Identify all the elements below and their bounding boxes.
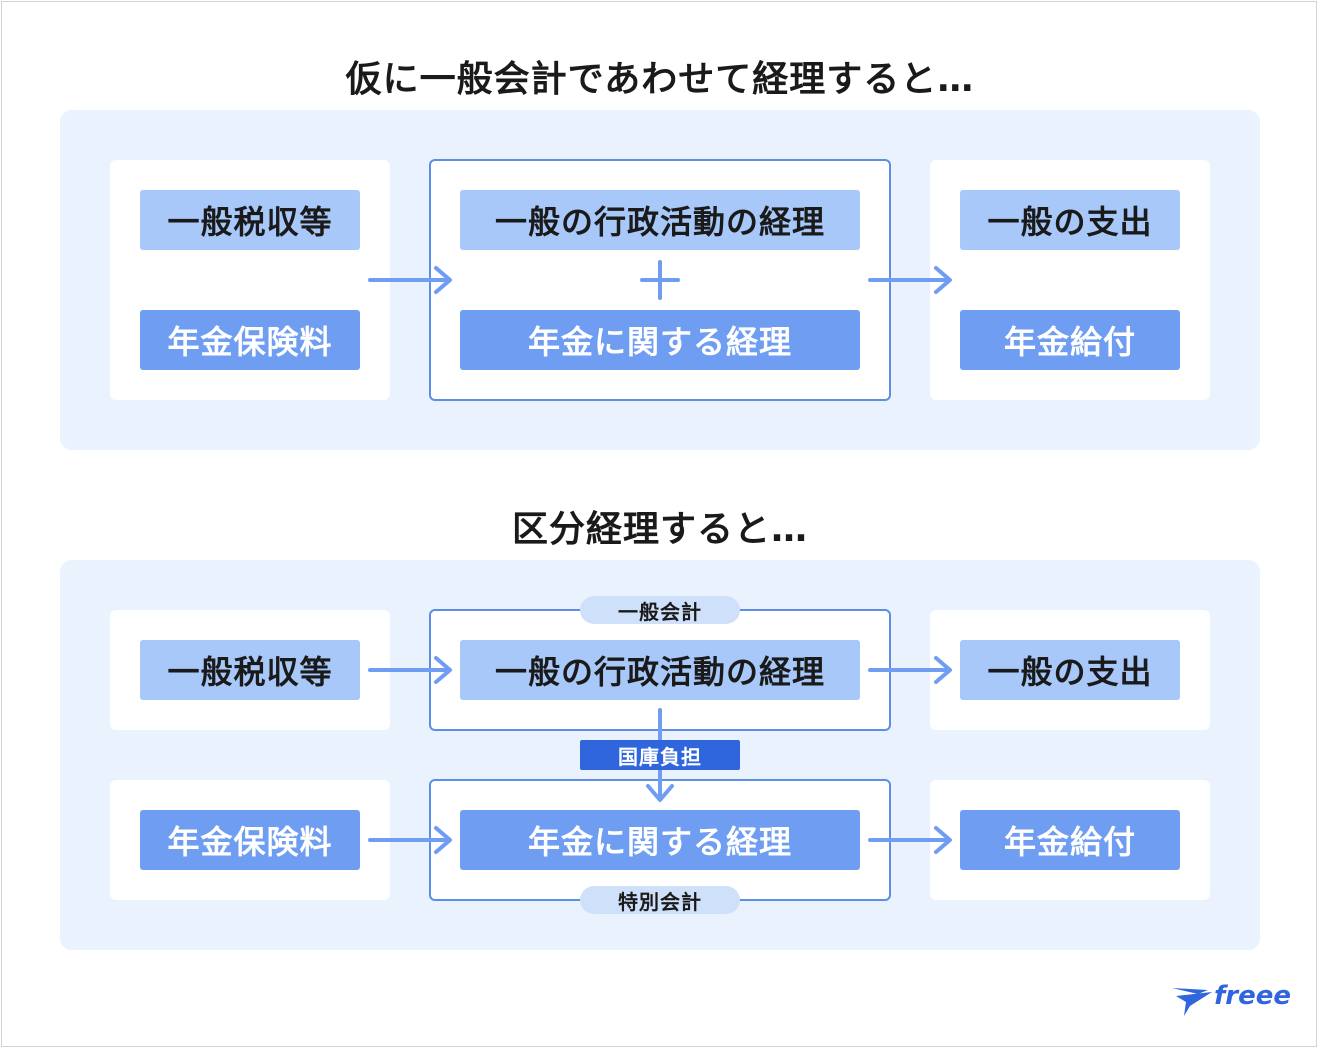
- bottom-pension-left-arrow: [368, 826, 452, 854]
- plus-icon: [640, 260, 680, 300]
- bottom-section-title: 区分経理すると…: [511, 509, 808, 550]
- bottom-general-admin-box: 一般の行政活動の経理: [460, 640, 860, 700]
- bottom-pension-right-arrow: [868, 826, 952, 854]
- bottom-pension-accounting-box: 年金に関する経理: [460, 810, 860, 870]
- top-general-tax-box: 一般税収等: [140, 190, 360, 250]
- special-account-label: 特別会計: [580, 886, 740, 914]
- bottom-general-left-arrow: [368, 656, 452, 684]
- top-pension-premium-box: 年金保険料: [140, 310, 360, 370]
- bottom-general-spending-box: 一般の支出: [960, 640, 1180, 700]
- freee-wordmark: freee: [1214, 981, 1291, 1011]
- top-pension-accounting-box: 年金に関する経理: [460, 310, 860, 370]
- freee-logo: freee: [1168, 970, 1292, 1020]
- top-right-arrow: [868, 266, 952, 294]
- bottom-general-tax-box: 一般税収等: [140, 640, 360, 700]
- top-section-title: 仮に一般会計であわせて経理すると…: [345, 59, 975, 100]
- bottom-pension-benefit-box: 年金給付: [960, 810, 1180, 870]
- bird-icon: [1172, 988, 1212, 1016]
- top-general-spending-box: 一般の支出: [960, 190, 1180, 250]
- top-left-arrow: [368, 266, 452, 294]
- bottom-pension-premium-box: 年金保険料: [140, 810, 360, 870]
- national-treasury-badge: 国庫負担: [580, 740, 740, 770]
- general-account-label: 一般会計: [580, 596, 740, 624]
- bottom-general-right-arrow: [868, 656, 952, 684]
- top-pension-benefit-box: 年金給付: [960, 310, 1180, 370]
- top-general-admin-box: 一般の行政活動の経理: [460, 190, 860, 250]
